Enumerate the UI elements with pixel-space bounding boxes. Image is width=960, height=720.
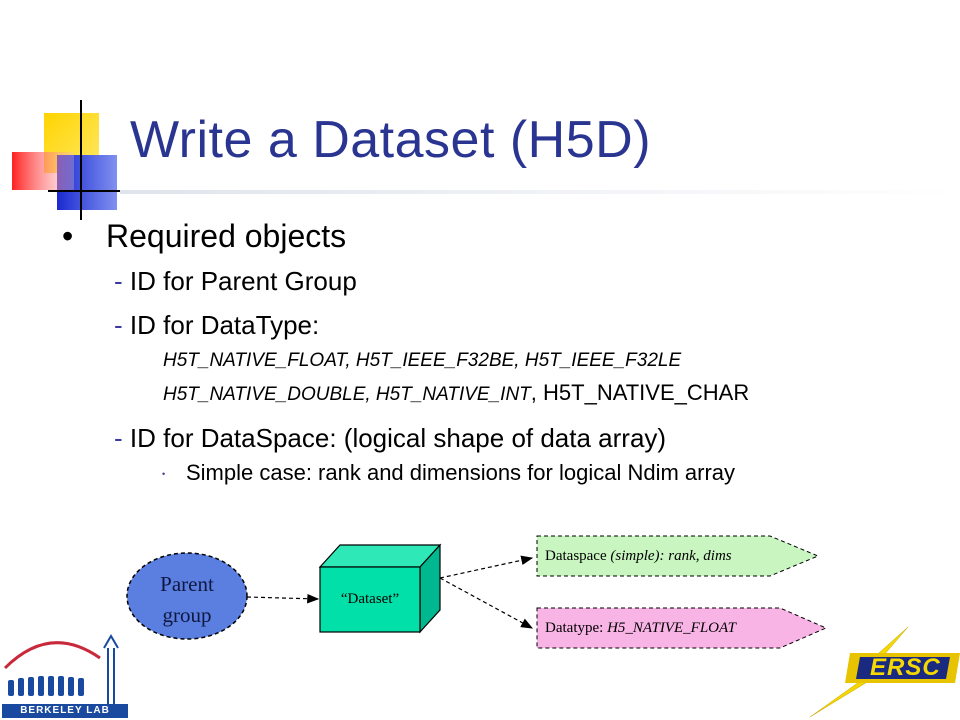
types-italic: H5T_NATIVE_DOUBLE, H5T_NATIVE_INT <box>163 384 531 405</box>
item-text: ID for DataType: <box>129 310 320 340</box>
small-bullet-icon: • <box>162 469 166 480</box>
parent-group-ellipse <box>126 552 248 640</box>
item-text: ID for DataSpace: (logical shape of data… <box>129 423 667 453</box>
datatype-shape <box>536 607 828 649</box>
bullet-dot-icon: • <box>62 218 74 254</box>
item-parent-group: - ID for Parent Group <box>114 266 357 297</box>
subitem-simple-case: • Simple case: rank and dimensions for lo… <box>162 460 735 486</box>
dataspace-prefix: Dataspace <box>545 548 611 564</box>
bullet-text: Required objects <box>106 218 347 254</box>
dash-icon: - <box>114 423 123 453</box>
title-ornament <box>12 100 140 220</box>
item-dataspace: - ID for DataSpace: (logical shape of da… <box>114 423 666 454</box>
berkeley-lab-text: BERKELEY LAB <box>20 705 110 716</box>
item-text: ID for Parent Group <box>129 266 357 296</box>
dataspace-italic: (simple): rank, dims <box>610 548 732 564</box>
dataset-label: “Dataset” <box>340 591 400 607</box>
dash-icon: - <box>114 310 123 340</box>
arrow-to-datatype <box>439 577 534 629</box>
bullet-required-objects: • Required objects <box>62 218 346 255</box>
types-line-1: H5T_NATIVE_FLOAT, H5T_IEEE_F32BE, H5T_IE… <box>163 350 682 371</box>
arrow-to-dataspace <box>439 555 534 579</box>
berkeley-lab-logo-icon <box>2 634 128 718</box>
dash-icon: - <box>114 266 123 296</box>
title-underline <box>120 190 960 194</box>
types-line-2: H5T_NATIVE_DOUBLE, H5T_NATIVE_INT, H5T_N… <box>163 380 749 406</box>
datatype-italic: H5_NATIVE_FLOAT <box>607 620 736 636</box>
types-plain: , H5T_NATIVE_CHAR <box>530 380 750 405</box>
dataspace-label: Dataspace (simple): rank, dims <box>545 548 732 565</box>
nersc-text: ERSC <box>870 654 941 681</box>
dataspace-shape <box>536 535 820 577</box>
parent-group-label: Parent group <box>127 569 247 631</box>
dataset-diagram <box>126 535 828 649</box>
parent-line-2: group <box>162 603 212 627</box>
dataset-cube-front <box>319 566 421 633</box>
item-datatype: - ID for DataType: <box>114 310 319 341</box>
arrow-parent-to-dataset <box>246 593 320 604</box>
parent-line-1: Parent <box>160 572 214 596</box>
datatype-label: Datatype: H5_NATIVE_FLOAT <box>545 620 736 637</box>
dataset-cube-top <box>318 544 442 568</box>
subitem-text: Simple case: rank and dimensions for log… <box>186 460 736 485</box>
slide-title: Write a Dataset (H5D) <box>130 111 652 169</box>
datatype-prefix: Datatype: <box>545 620 608 636</box>
nersc-logo-icon <box>809 626 960 718</box>
